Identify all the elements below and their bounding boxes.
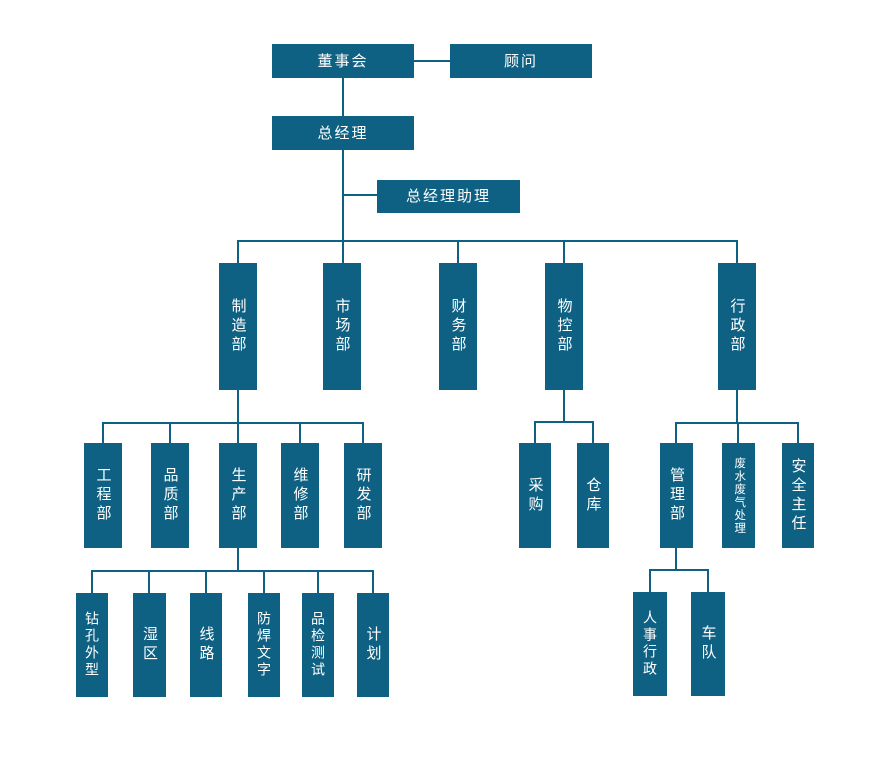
org-node-circuit: 线路 <box>190 593 222 697</box>
org-node-general-manager: 总经理 <box>272 116 414 150</box>
connector-line <box>707 569 709 592</box>
org-node-material-control: 物控部 <box>545 263 583 390</box>
connector-line <box>237 422 239 443</box>
org-node-drilling-profile: 钻孔外型 <box>76 593 108 697</box>
connector-line <box>362 422 364 443</box>
connector-line <box>534 421 594 423</box>
org-node-safety-director: 安全主任 <box>782 443 814 548</box>
connector-line <box>91 570 93 593</box>
org-node-fleet: 车队 <box>691 592 725 696</box>
connector-line <box>797 422 799 443</box>
connector-line <box>342 150 344 263</box>
org-node-purchasing: 采购 <box>519 443 551 548</box>
connector-line <box>563 240 565 263</box>
connector-line <box>263 570 265 593</box>
connector-line <box>737 422 739 443</box>
connector-line <box>91 570 374 572</box>
org-node-manufacturing: 制造部 <box>219 263 257 390</box>
connector-line <box>592 421 594 443</box>
connector-line <box>238 240 738 242</box>
connector-line <box>237 240 239 263</box>
connector-line <box>414 60 450 62</box>
org-node-maintenance: 维修部 <box>281 443 319 548</box>
connector-line <box>205 570 207 593</box>
connector-line <box>649 569 651 592</box>
org-node-planning: 计划 <box>357 593 389 697</box>
connector-line <box>675 548 677 571</box>
org-node-board: 董事会 <box>272 44 414 78</box>
connector-line <box>457 240 459 263</box>
connector-line <box>148 570 150 593</box>
connector-line <box>102 422 364 424</box>
connector-line <box>237 390 239 423</box>
org-node-production: 生产部 <box>219 443 257 548</box>
connector-line <box>343 194 377 196</box>
org-node-warehouse: 仓库 <box>577 443 609 548</box>
connector-line <box>169 422 171 443</box>
connector-line <box>317 570 319 593</box>
org-node-marketing: 市场部 <box>323 263 361 390</box>
org-node-waste-treatment: 废水废气处理 <box>722 443 755 548</box>
connector-line <box>675 422 677 443</box>
org-node-management: 管理部 <box>660 443 693 548</box>
org-node-engineering: 工程部 <box>84 443 122 548</box>
connector-line <box>237 548 239 571</box>
connector-line <box>563 390 565 423</box>
connector-line <box>372 570 374 593</box>
org-node-quality: 品质部 <box>151 443 189 548</box>
org-node-hr-admin: 人事行政 <box>633 592 667 696</box>
org-node-finance: 财务部 <box>439 263 477 390</box>
org-node-solder-mask-legend: 防焊文字 <box>248 593 280 697</box>
connector-line <box>534 421 536 443</box>
connector-line <box>736 240 738 263</box>
org-node-wet-area: 湿区 <box>133 593 166 697</box>
org-node-administration: 行政部 <box>718 263 756 390</box>
org-node-advisor: 顾问 <box>450 44 592 78</box>
org-node-gm-assistant: 总经理助理 <box>377 180 520 213</box>
org-node-rnd: 研发部 <box>344 443 382 548</box>
connector-line <box>342 78 344 116</box>
connector-line <box>649 569 709 571</box>
org-node-inspection-testing: 品检测试 <box>302 593 334 697</box>
connector-line <box>102 422 104 443</box>
connector-line <box>299 422 301 443</box>
connector-line <box>736 390 738 424</box>
